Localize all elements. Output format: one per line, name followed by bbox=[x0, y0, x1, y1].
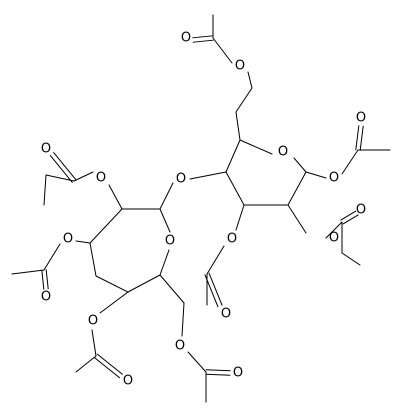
single-bond bbox=[225, 139, 241, 173]
single-bond bbox=[341, 252, 361, 266]
double-bond bbox=[94, 357, 121, 379]
single-bond bbox=[189, 171, 227, 180]
bonds bbox=[11, 14, 391, 403]
double-bond bbox=[192, 39, 214, 43]
single-bond bbox=[239, 139, 273, 155]
single-bond bbox=[293, 157, 307, 173]
oxygen-atom-label: O bbox=[176, 172, 186, 187]
oxygen-atom-label: O bbox=[356, 203, 366, 218]
single-bond bbox=[305, 171, 327, 179]
double-bond bbox=[205, 369, 231, 372]
double-bond bbox=[355, 125, 360, 151]
single-bond bbox=[45, 174, 75, 182]
single-bond bbox=[127, 274, 161, 293]
single-bond bbox=[159, 249, 170, 276]
single-bond bbox=[181, 302, 185, 337]
oxygen-atom-label: O bbox=[88, 314, 98, 329]
single-bond bbox=[225, 171, 245, 206]
single-bond bbox=[11, 269, 45, 275]
single-bond bbox=[75, 355, 97, 373]
single-bond bbox=[206, 245, 225, 275]
oxygen-atom-label: O bbox=[181, 31, 191, 46]
oxygen-atom-label: O bbox=[329, 231, 339, 246]
oxygen-atom-label: O bbox=[63, 232, 73, 247]
oxygen-atom-label: O bbox=[96, 171, 106, 186]
oxygen-atom-label: O bbox=[123, 374, 133, 389]
single-bond bbox=[89, 208, 123, 244]
atom-labels: O O O O O O O O O O O O O O O O O O O bbox=[41, 31, 366, 389]
single-bond bbox=[235, 111, 241, 141]
oxygen-atom-label: O bbox=[41, 142, 51, 157]
oxygen-atom-label: O bbox=[329, 171, 339, 186]
double-bond bbox=[208, 272, 223, 306]
single-bond bbox=[43, 243, 61, 271]
single-bond bbox=[99, 291, 129, 314]
single-bond bbox=[159, 182, 174, 210]
single-bond bbox=[341, 149, 359, 175]
single-bond bbox=[91, 329, 97, 357]
single-bond bbox=[235, 204, 245, 231]
single-bond bbox=[108, 184, 123, 210]
oxygen-atom-label: O bbox=[221, 307, 231, 322]
double-bond bbox=[53, 152, 77, 181]
oxygen-atom-label: O bbox=[227, 232, 237, 247]
double-bond bbox=[342, 214, 359, 225]
oxygen-atom-label: O bbox=[278, 145, 288, 160]
single-bond bbox=[159, 274, 185, 304]
single-bond bbox=[287, 204, 307, 234]
double-bond bbox=[204, 274, 219, 308]
single-bond bbox=[43, 174, 47, 206]
single-bond bbox=[187, 351, 207, 373]
oxygen-atom-label: O bbox=[165, 234, 175, 249]
single-bond bbox=[75, 240, 91, 244]
oxygen-atom-label: O bbox=[233, 366, 243, 381]
oxygen-atom-label: O bbox=[175, 339, 185, 354]
single-bond bbox=[247, 71, 253, 89]
single-bond bbox=[287, 171, 307, 206]
single-bond bbox=[325, 221, 343, 239]
double-bond bbox=[41, 269, 45, 290]
single-bond bbox=[73, 171, 94, 182]
double-bond bbox=[359, 125, 364, 151]
double-bond bbox=[96, 353, 123, 375]
single-bond bbox=[235, 87, 253, 113]
double-bond bbox=[205, 373, 231, 376]
single-bond bbox=[89, 242, 97, 277]
oxygen-atom-label: O bbox=[356, 111, 366, 126]
double-bond bbox=[45, 269, 49, 290]
double-bond bbox=[340, 210, 357, 221]
oxygen-atom-label: O bbox=[235, 59, 245, 74]
double-bond bbox=[192, 35, 214, 39]
oxygen-atom-label: O bbox=[41, 290, 51, 305]
single-bond bbox=[212, 37, 233, 64]
double-bond bbox=[49, 154, 73, 183]
single-bond bbox=[159, 208, 171, 233]
single-bond bbox=[95, 275, 129, 293]
